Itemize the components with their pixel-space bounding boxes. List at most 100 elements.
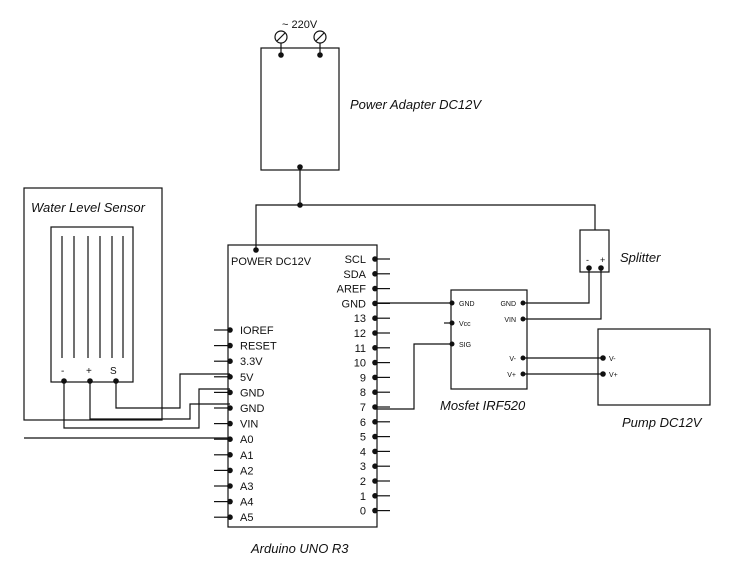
arduino-pin-3-3v-2: 3.3V — [214, 356, 263, 368]
mosfet-left-pin-label: GND — [459, 301, 475, 308]
arduino-left-pin-label: GND — [240, 403, 265, 415]
arduino-right-pin-label: 4 — [360, 446, 366, 458]
arduino-pin-5v-3: 5V — [214, 372, 254, 384]
mosfet-right-pins: GND VIN V- V+ — [500, 300, 526, 379]
mosfet-right-pin-label: GND — [500, 301, 516, 308]
sensor-pin-s: S — [110, 366, 117, 377]
arduino-right-pin-label: 12 — [354, 328, 366, 340]
arduino-right-pin-label: SCL — [345, 254, 366, 266]
arduino-right-pin-label: 2 — [360, 476, 366, 488]
arduino-pin-0-17: 0 — [360, 506, 390, 518]
arduino-pin-9-8: 9 — [360, 372, 390, 384]
arduino-left-pin-label: A0 — [240, 434, 253, 446]
arduino-left-pin-label: RESET — [240, 341, 277, 353]
mosfet-right-pin-label: VIN — [504, 317, 516, 324]
sensor-traces — [61, 236, 124, 358]
mosfet-pin-gnd-left: GND — [449, 300, 475, 308]
pump-label: Pump DC12V — [622, 415, 703, 430]
arduino-left-pin-label: VIN — [240, 419, 258, 431]
mosfet-right-pin-label: V+ — [507, 372, 516, 379]
water-sensor-label: Water Level Sensor — [31, 200, 146, 215]
arduino-pin-gnd-5: GND — [214, 403, 265, 415]
mosfet-left-pin-label: SIG — [459, 342, 471, 349]
arduino-pin-a4-11: A4 — [214, 497, 253, 509]
arduino-left-pin-label: A1 — [240, 450, 253, 462]
mosfet-label: Mosfet IRF520 — [440, 398, 526, 413]
mosfet-box — [450, 289, 528, 390]
arduino-pin-a0-7: A0 — [214, 434, 253, 446]
arduino-pin-8-9: 8 — [360, 387, 390, 399]
arduino-right-pin-label: 9 — [360, 372, 366, 384]
power-adapter-box — [260, 47, 340, 171]
arduino-pin-gnd-4: GND — [214, 387, 265, 399]
arduino-pin-6-11: 6 — [360, 417, 390, 429]
arduino-left-pin-label: A3 — [240, 481, 253, 493]
mosfet-pin-v-right: V- — [509, 355, 526, 363]
splitter-box — [579, 229, 610, 273]
arduino-pin-reset-1: RESET — [214, 341, 277, 353]
mosfet-pin-v-right: V+ — [507, 371, 526, 379]
sensor-pin-minus: - — [61, 366, 64, 377]
arduino-left-pin-label: GND — [240, 387, 265, 399]
arduino-right-pin-label: 0 — [360, 506, 366, 518]
sensor-pin-plus: + — [86, 366, 92, 377]
mosfet-pin-vin-right: VIN — [504, 316, 526, 324]
arduino-box — [227, 244, 378, 528]
arduino-left-pin-label: 5V — [240, 372, 254, 384]
mosfet-pin-sig-left: SIG — [449, 341, 471, 349]
splitter-pin-plus: + — [600, 255, 605, 265]
pump: V- V+ Pump DC12V — [597, 328, 711, 430]
ac-source-label: ~ 220V — [282, 19, 318, 31]
pump-pin-vplus: V+ — [609, 372, 618, 379]
arduino-left-pin-label: 3.3V — [240, 356, 263, 368]
arduino-right-pin-label: 7 — [360, 402, 366, 414]
arduino-right-pin-label: 13 — [354, 313, 366, 325]
arduino-pin-gnd-3: GND — [342, 298, 390, 310]
pump-pin-vminus: V- — [609, 356, 616, 363]
arduino-pin-vin-6: VIN — [214, 419, 258, 431]
arduino-right-pin-label: SDA — [343, 269, 366, 281]
arduino-pin-sda-1: SDA — [343, 269, 390, 281]
arduino-right-pin-label: GND — [342, 298, 367, 310]
arduino-pin-aref-2: AREF — [337, 284, 390, 296]
arduino-pin-a2-9: A2 — [214, 465, 253, 477]
splitter: - + Splitter — [579, 229, 661, 273]
splitter-pin-minus: - — [586, 255, 589, 265]
ac-source: ~ 220V — [274, 19, 327, 58]
power-adapter: Power Adapter DC12V — [260, 47, 482, 171]
arduino-right-pin-label: 3 — [360, 461, 366, 473]
arduino-pin-2-15: 2 — [360, 476, 390, 488]
mosfet-left-pin-label: Vcc — [459, 321, 471, 328]
arduino-pin-4-13: 4 — [360, 446, 390, 458]
water-sensor-board — [50, 226, 134, 383]
arduino-pin-ioref-0: IOREF — [214, 325, 274, 337]
arduino-right-pin-label: 10 — [354, 358, 366, 370]
arduino-pin-11-6: 11 — [355, 343, 390, 355]
arduino-pin-1-16: 1 — [360, 491, 390, 503]
power-adapter-label: Power Adapter DC12V — [350, 97, 482, 112]
ac-terminal-left-icon — [274, 30, 288, 44]
arduino-board: POWER DC12V Arduino UNO R3 IOREFRESET3.3… — [214, 244, 390, 556]
arduino-left-pin-label: A2 — [240, 465, 253, 477]
mosfet-right-pin-label: V- — [509, 356, 516, 363]
water-level-sensor: Water Level Sensor - + S — [23, 187, 163, 421]
ac-terminal-right-icon — [313, 30, 327, 44]
power-wires — [253, 167, 596, 253]
mosfet-pin-gnd-right: GND — [500, 300, 526, 308]
pump-box — [597, 328, 711, 406]
arduino-left-pin-label: A4 — [240, 497, 253, 509]
signal-wires — [24, 268, 603, 439]
arduino-pin-12-5: 12 — [354, 328, 390, 340]
splitter-label: Splitter — [620, 250, 661, 265]
arduino-pin-3-14: 3 — [360, 461, 390, 473]
water-sensor-outer-box — [23, 187, 163, 421]
arduino-right-pin-label: AREF — [337, 284, 367, 296]
arduino-pin-7-10: 7 — [360, 402, 390, 414]
arduino-pin-a5-12: A5 — [214, 512, 253, 524]
arduino-pin-a3-10: A3 — [214, 481, 253, 493]
